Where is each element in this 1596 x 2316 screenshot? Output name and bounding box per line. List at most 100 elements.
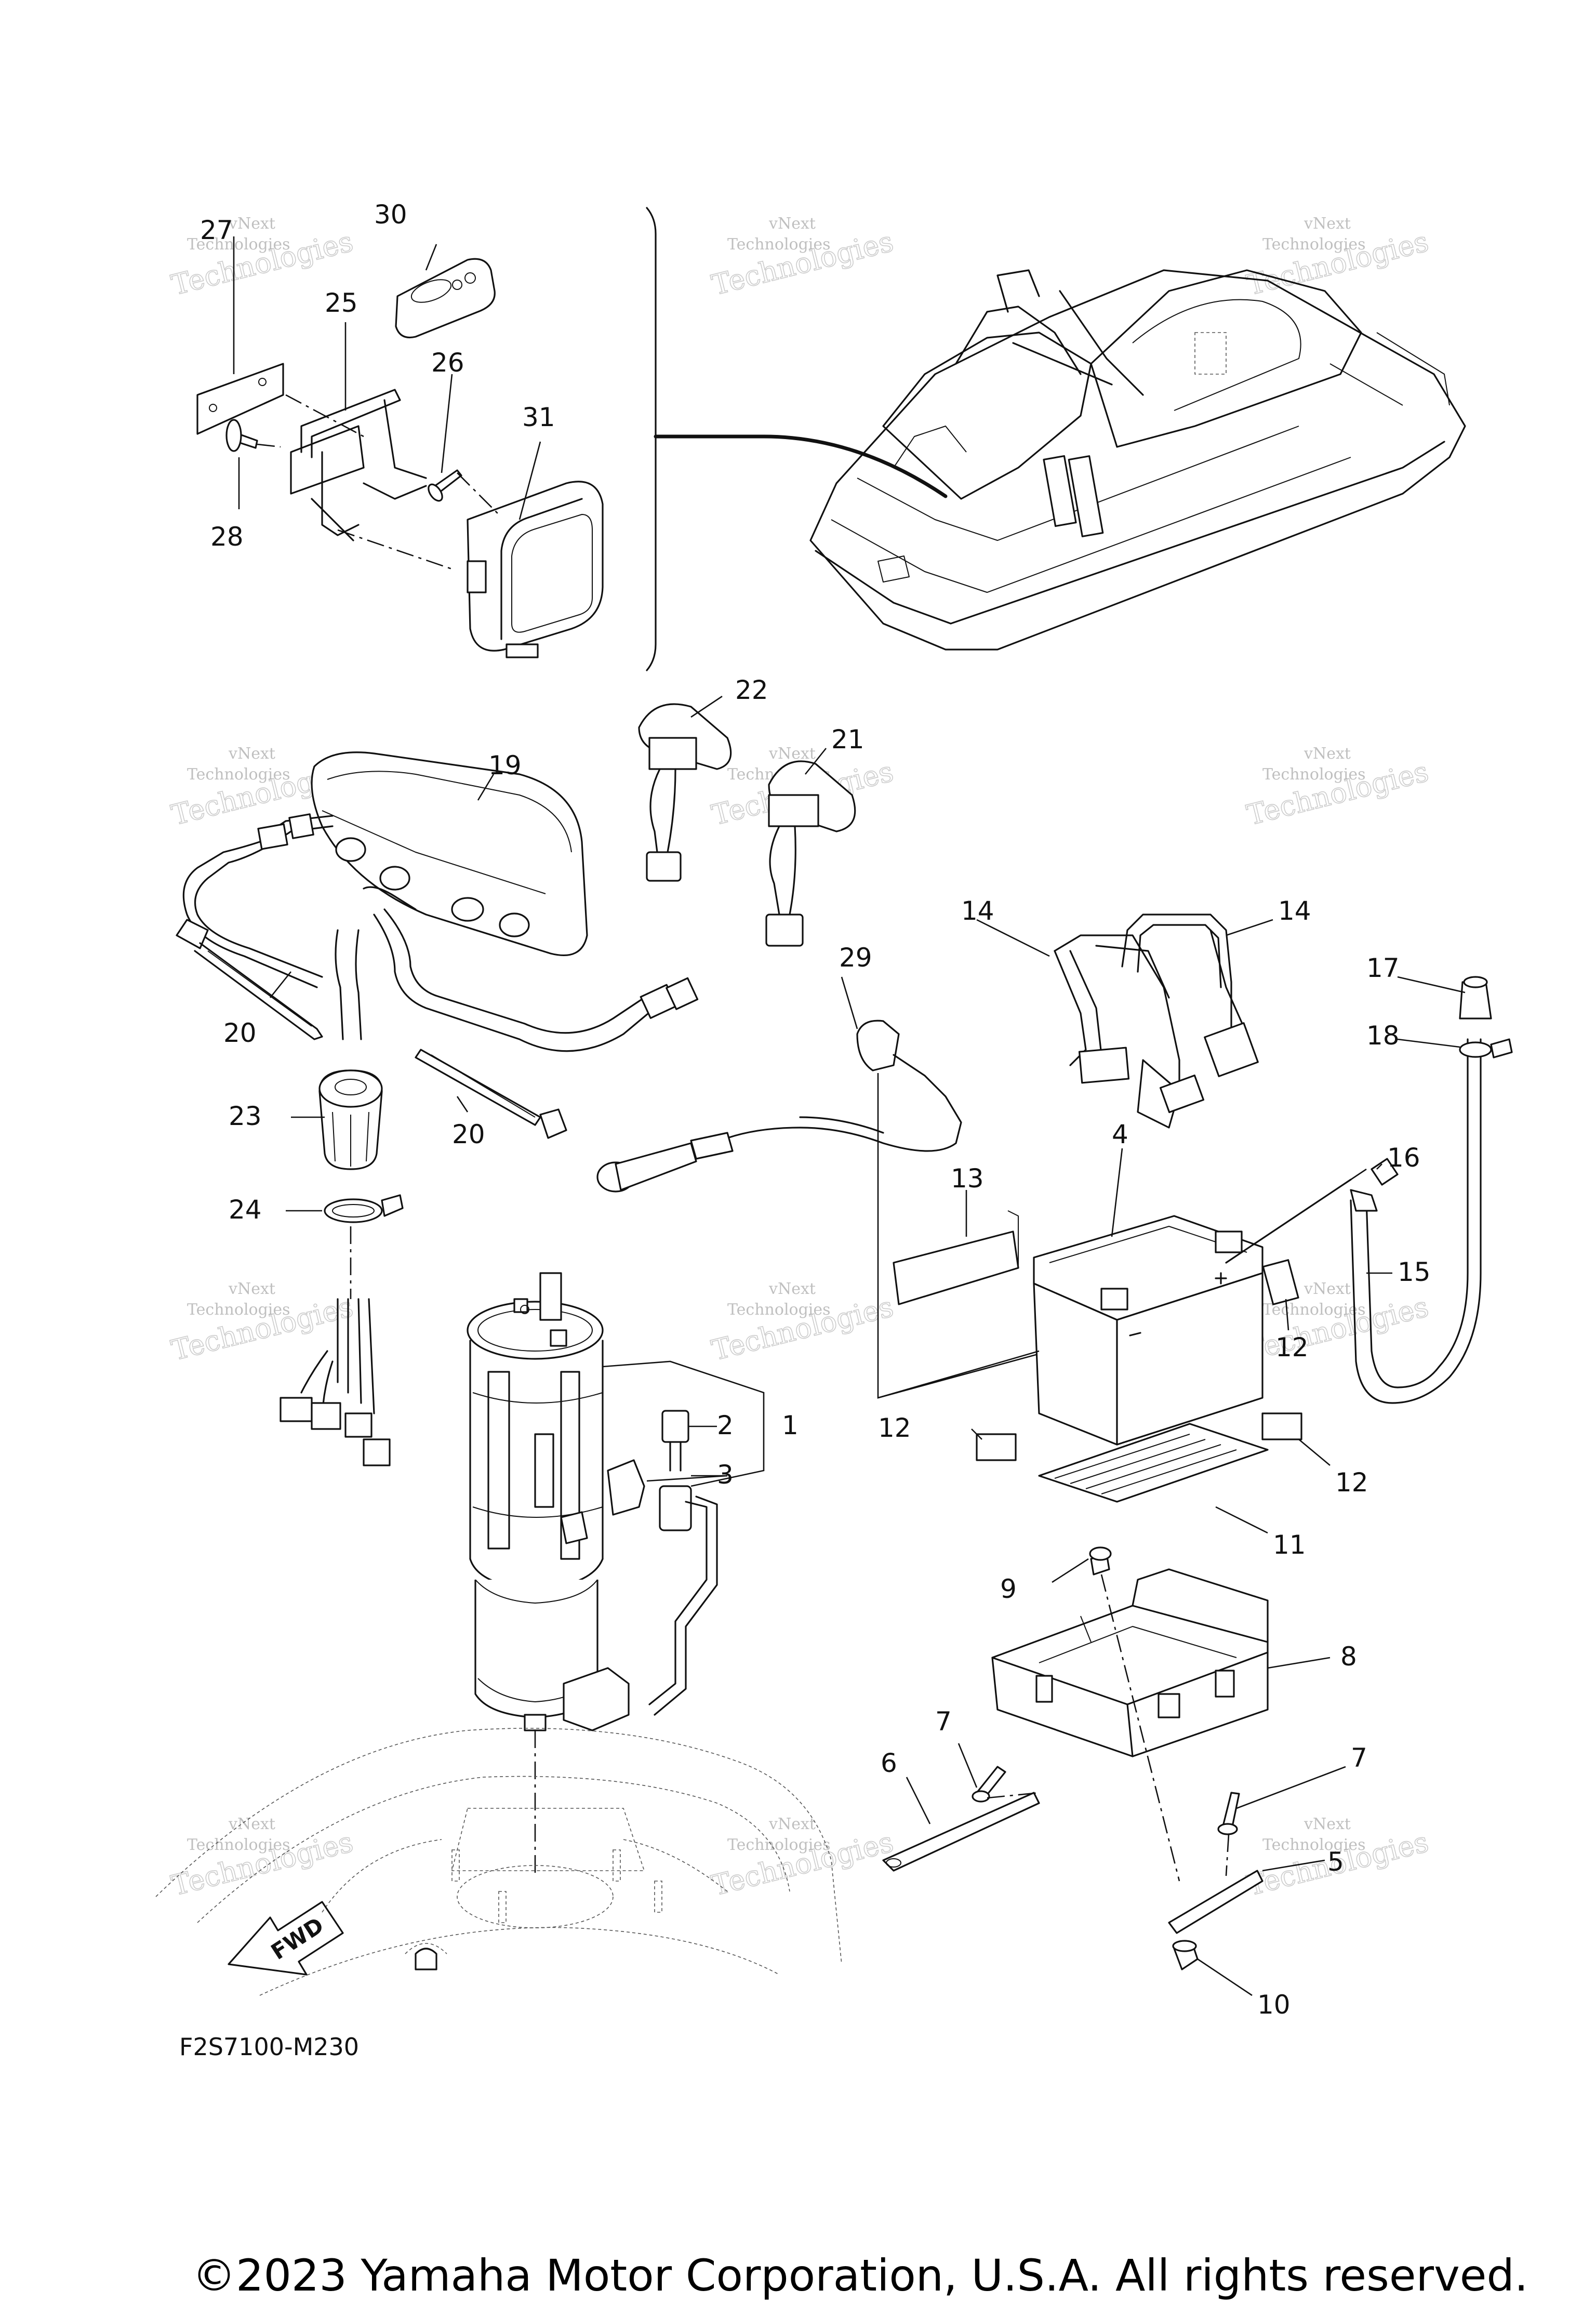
watermark: vNext Technologies Technologies — [1243, 745, 1432, 832]
callout-leaders — [233, 236, 1466, 1996]
svg-text:vNext: vNext — [228, 745, 275, 763]
callout-19: 19 — [488, 750, 522, 780]
svg-text:Technologies: Technologies — [1262, 1836, 1366, 1854]
callout-7b: 7 — [1351, 1743, 1367, 1773]
battery-pad-12c — [1261, 1412, 1302, 1440]
callout-12c: 12 — [1335, 1467, 1368, 1498]
bracket-6 — [882, 1792, 1040, 1872]
grommet — [318, 1069, 383, 1170]
callout-12b: 12 — [878, 1413, 911, 1443]
vent-hose — [1350, 976, 1513, 1404]
callout-15: 15 — [1398, 1257, 1431, 1287]
svg-text:Technologies: Technologies — [1262, 235, 1366, 254]
battery-pad-12a — [1262, 1259, 1299, 1305]
receiver-unit — [467, 481, 604, 658]
receiver-bracket — [290, 389, 427, 541]
bracket-5 — [1168, 1870, 1264, 1934]
location-leader — [654, 434, 948, 498]
callout-23: 23 — [229, 1101, 262, 1131]
svg-text:FWD: FWD — [267, 1912, 328, 1965]
svg-text:vNext: vNext — [1304, 215, 1351, 233]
callout-16: 16 — [1387, 1143, 1420, 1173]
callout-25: 25 — [325, 288, 358, 318]
svg-text:Technologies: Technologies — [1262, 765, 1366, 784]
svg-text:Technologies: Technologies — [187, 1836, 290, 1854]
callout-5: 5 — [1327, 1847, 1344, 1877]
callout-4: 4 — [1112, 1119, 1128, 1149]
callout-12a: 12 — [1275, 1332, 1309, 1362]
cable-tie-lower — [415, 1049, 567, 1139]
battery-pad-13 — [893, 1230, 1019, 1305]
multifunction-meter — [311, 751, 588, 956]
svg-text:vNext: vNext — [768, 1815, 816, 1833]
callout-6: 6 — [881, 1748, 897, 1778]
watermark: vNext Technologies Technologies — [708, 1815, 897, 1902]
bolt-7-left — [972, 1766, 1006, 1803]
callout-22: 22 — [735, 675, 768, 705]
svg-text:Technologies: Technologies — [1262, 1301, 1366, 1319]
callout-24: 24 — [229, 1195, 262, 1225]
callout-20b: 20 — [452, 1119, 485, 1149]
callout-14b: 14 — [1278, 896, 1311, 926]
callout-8: 8 — [1340, 1642, 1357, 1672]
callout-31: 31 — [522, 402, 555, 432]
callout-11: 11 — [1273, 1530, 1306, 1560]
watermark: vNext Technologies Technologies — [708, 1280, 897, 1367]
hose-clamp-24 — [324, 1194, 404, 1223]
callout-9: 9 — [1000, 1574, 1017, 1604]
callout-30: 30 — [374, 200, 407, 230]
callout-3a: 3 — [717, 1460, 734, 1490]
callout-10: 10 — [1257, 1990, 1291, 2020]
svg-text:vNext: vNext — [768, 745, 816, 763]
rivet-28 — [225, 419, 281, 452]
switch-22 — [638, 703, 732, 882]
svg-text:vNext: vNext — [1304, 1280, 1351, 1298]
watermark: vNext Technologies Technologies — [168, 1815, 357, 1902]
hull-deck-outline — [155, 1728, 842, 1996]
watercraft-illustration — [809, 269, 1466, 651]
temperature-sensor — [596, 1020, 962, 1193]
callout-29: 29 — [839, 943, 872, 973]
nut-10 — [1172, 1940, 1199, 1970]
meter-harness — [182, 813, 699, 1052]
bolt-7-right — [1217, 1792, 1240, 1835]
watermark: vNext Technologies Technologies — [708, 215, 897, 302]
fwd-arrow: FWD — [228, 1901, 344, 1976]
callout-28: 28 — [210, 522, 244, 552]
svg-text:vNext: vNext — [228, 1280, 275, 1298]
svg-text:vNext: vNext — [1304, 745, 1351, 763]
callout-21: 21 — [831, 724, 864, 755]
diagram-code: F2S7100-M230 — [179, 2033, 359, 2061]
callout-17: 17 — [1366, 953, 1400, 983]
callout-18: 18 — [1366, 1021, 1400, 1051]
mounting-plate — [196, 363, 284, 435]
svg-text:vNext: vNext — [228, 1815, 275, 1833]
callout-27: 27 — [200, 215, 233, 245]
battery-box — [991, 1568, 1269, 1757]
bolt-9 — [1089, 1546, 1112, 1576]
svg-text:vNext: vNext — [228, 215, 275, 233]
callout-1: 1 — [782, 1410, 799, 1440]
svg-text:Technologies: Technologies — [187, 765, 290, 784]
leader-bracket-1 — [602, 1360, 765, 1487]
cable-tie-upper — [176, 919, 323, 1040]
svg-text:Technologies: Technologies — [727, 235, 831, 254]
battery-pad-12b — [976, 1433, 1017, 1461]
callout-20a: 20 — [223, 1018, 257, 1048]
fuel-pump-assembly — [467, 1272, 604, 1731]
battery-strap-right — [1121, 914, 1259, 1114]
svg-text:Technologies: Technologies — [187, 1301, 290, 1319]
remote-fob — [395, 258, 496, 338]
callout-2: 2 — [717, 1410, 734, 1440]
svg-text:Technologies: Technologies — [187, 235, 290, 254]
svg-text:vNext: vNext — [768, 1280, 816, 1298]
callout-7a: 7 — [935, 1706, 952, 1737]
callout-14a: 14 — [961, 896, 994, 926]
copyright-notice: ©2023 Yamaha Motor Corporation, U.S.A. A… — [192, 2250, 1528, 2301]
svg-text:vNext: vNext — [768, 215, 816, 233]
callout-bracket — [646, 207, 657, 671]
watermark: vNext Technologies Technologies — [168, 1280, 357, 1367]
fuel-level-sensor-wiring — [563, 1410, 718, 1731]
wire-harness-connectors — [280, 1298, 391, 1466]
